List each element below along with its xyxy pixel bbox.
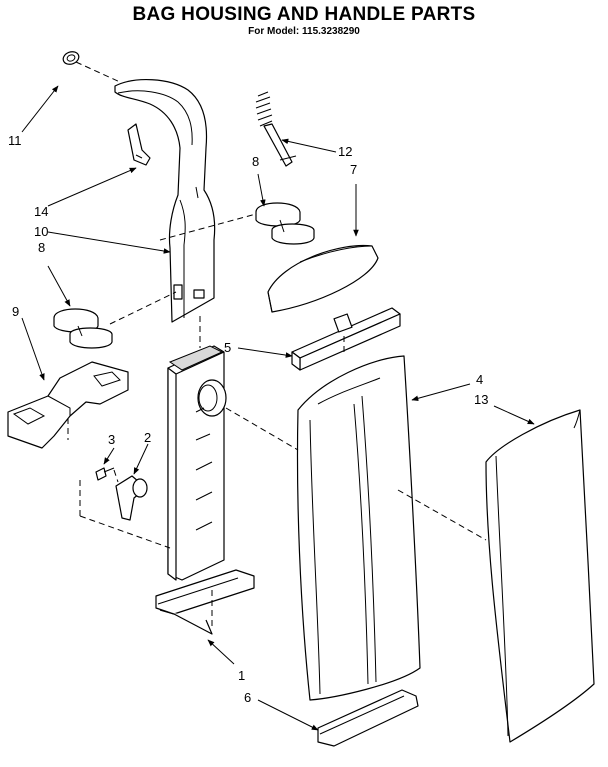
diagram-title: BAG HOUSING AND HANDLE PARTS	[132, 4, 476, 25]
callout-3: 3	[108, 432, 115, 447]
part-13-paper-bag	[485, 409, 595, 743]
part-3-screw	[95, 467, 115, 481]
callout-7: 7	[350, 162, 357, 177]
part-4-outer-bag	[296, 355, 421, 701]
callout-12: 12	[338, 144, 352, 159]
part-8-lower-cord-clip	[53, 308, 113, 349]
part-5-retainer-bracket	[291, 307, 401, 371]
part-6-bottom-retainer	[317, 689, 419, 747]
callout-13: 13	[474, 392, 488, 407]
callout-8-upper: 8	[252, 154, 259, 169]
part-9-cord-hook-bracket	[7, 361, 129, 449]
part-11-grip-cap	[62, 51, 80, 65]
callout-11: 11	[8, 133, 22, 148]
callout-8-lower: 8	[38, 240, 45, 255]
callout-9: 9	[12, 304, 19, 319]
callout-6: 6	[244, 690, 251, 705]
part-8-upper-cord-clip	[255, 202, 315, 245]
callout-4: 4	[476, 372, 483, 387]
part-10-handle	[114, 79, 216, 323]
model-number: For Model: 115.3238290	[248, 26, 360, 37]
callout-14: 14	[34, 204, 48, 219]
part-2-pedal-latch	[115, 475, 148, 521]
callout-5: 5	[224, 340, 231, 355]
callout-1: 1	[238, 668, 245, 683]
part-7-bag-top-cap	[267, 244, 379, 313]
callout-2: 2	[144, 430, 151, 445]
part-1-bag-housing	[155, 345, 255, 635]
part-12-spring-rod	[255, 91, 297, 167]
part-14-handle-latch	[127, 123, 151, 166]
callout-10: 10	[34, 224, 48, 239]
